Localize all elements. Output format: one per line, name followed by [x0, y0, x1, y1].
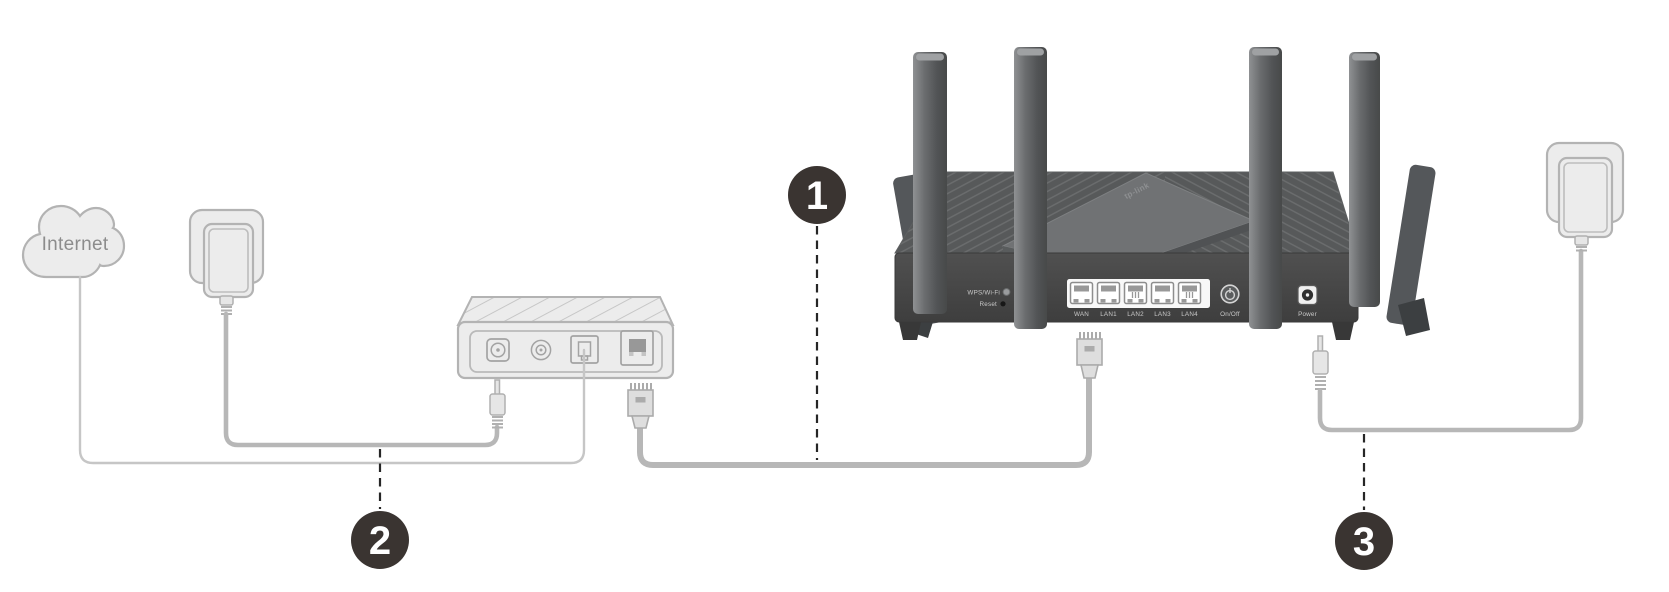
step-2-number: 2	[369, 519, 391, 563]
modem-ports-panel	[469, 330, 663, 373]
reset-label: Reset	[980, 301, 997, 308]
modem-coax-port	[530, 339, 552, 361]
step-1-badge: 1	[788, 166, 846, 224]
lan1-label: LAN1	[1100, 311, 1117, 318]
modem-front-face	[456, 320, 675, 380]
adapter-body-inset	[1563, 162, 1608, 233]
dc-plug-coil	[1315, 376, 1326, 390]
lan4-label: LAN4	[1181, 311, 1198, 318]
adapter-strain-relief	[1574, 235, 1589, 246]
adapter-strain-relief	[219, 295, 234, 306]
internet-cloud: Internet	[21, 204, 126, 279]
wan-label: WAN	[1074, 311, 1089, 318]
ethernet-cable	[637, 373, 1092, 468]
onoff-button	[1220, 284, 1240, 304]
router-antenna-2	[1014, 47, 1047, 329]
dc-plug-tip	[494, 379, 501, 396]
ethernet-connector-router-end	[1076, 332, 1103, 379]
router-port-lan1	[1096, 281, 1121, 305]
router-foot-left	[899, 322, 921, 340]
modem-power-adapter	[188, 208, 265, 315]
wps-led-icon	[1002, 288, 1011, 296]
modem	[456, 296, 675, 380]
power-label: Power	[1298, 311, 1317, 318]
step-3-number: 3	[1353, 520, 1375, 564]
lan3-label: LAN3	[1154, 311, 1171, 318]
router-port-lan2	[1123, 281, 1148, 305]
modem-power-plug	[489, 379, 506, 429]
router: tp-link WPS/Wi-Fi Reset	[893, 47, 1436, 340]
step-2-badge: 2	[351, 511, 409, 569]
internet-label: Internet	[42, 234, 109, 255]
modem-lan-port	[620, 330, 654, 366]
router-power-cable	[1317, 248, 1584, 433]
dc-plug-body	[489, 393, 506, 416]
modem-power-cable	[223, 311, 500, 448]
router-side-antenna-right	[1386, 164, 1436, 336]
step-1-number: 1	[806, 174, 828, 218]
adapter-cord-ribs	[1576, 246, 1587, 252]
wps-wifi-label: WPS/Wi-Fi	[967, 290, 1000, 297]
router-port-lan3	[1150, 281, 1175, 305]
router-power-plug	[1312, 335, 1329, 390]
dc-plug-body	[1312, 350, 1329, 375]
router-antenna-4	[1349, 52, 1380, 307]
router-power-adapter	[1545, 141, 1625, 252]
cloud-icon	[21, 204, 126, 279]
dc-plug-tip	[1317, 335, 1324, 353]
step-3-badge: 3	[1335, 512, 1393, 570]
router-antenna-1	[913, 52, 947, 314]
router-port-lan4	[1177, 281, 1202, 305]
onoff-label: On/Off	[1220, 311, 1240, 318]
adapter-body	[202, 222, 255, 299]
adapter-body-inset	[208, 228, 249, 293]
router-foot-right	[1332, 322, 1354, 340]
modem-dc-power-port	[486, 338, 510, 362]
lan2-label: LAN2	[1127, 311, 1144, 318]
ethernet-connector-modem-end	[627, 383, 654, 429]
adapter-body	[1557, 156, 1614, 239]
dc-plug-coil	[492, 416, 503, 429]
reset-button	[1000, 301, 1006, 307]
router-power-port	[1297, 284, 1318, 306]
router-port-wan	[1069, 281, 1094, 305]
modem-top	[456, 296, 675, 326]
internet-line	[78, 275, 586, 465]
router-antenna-3	[1249, 47, 1282, 329]
